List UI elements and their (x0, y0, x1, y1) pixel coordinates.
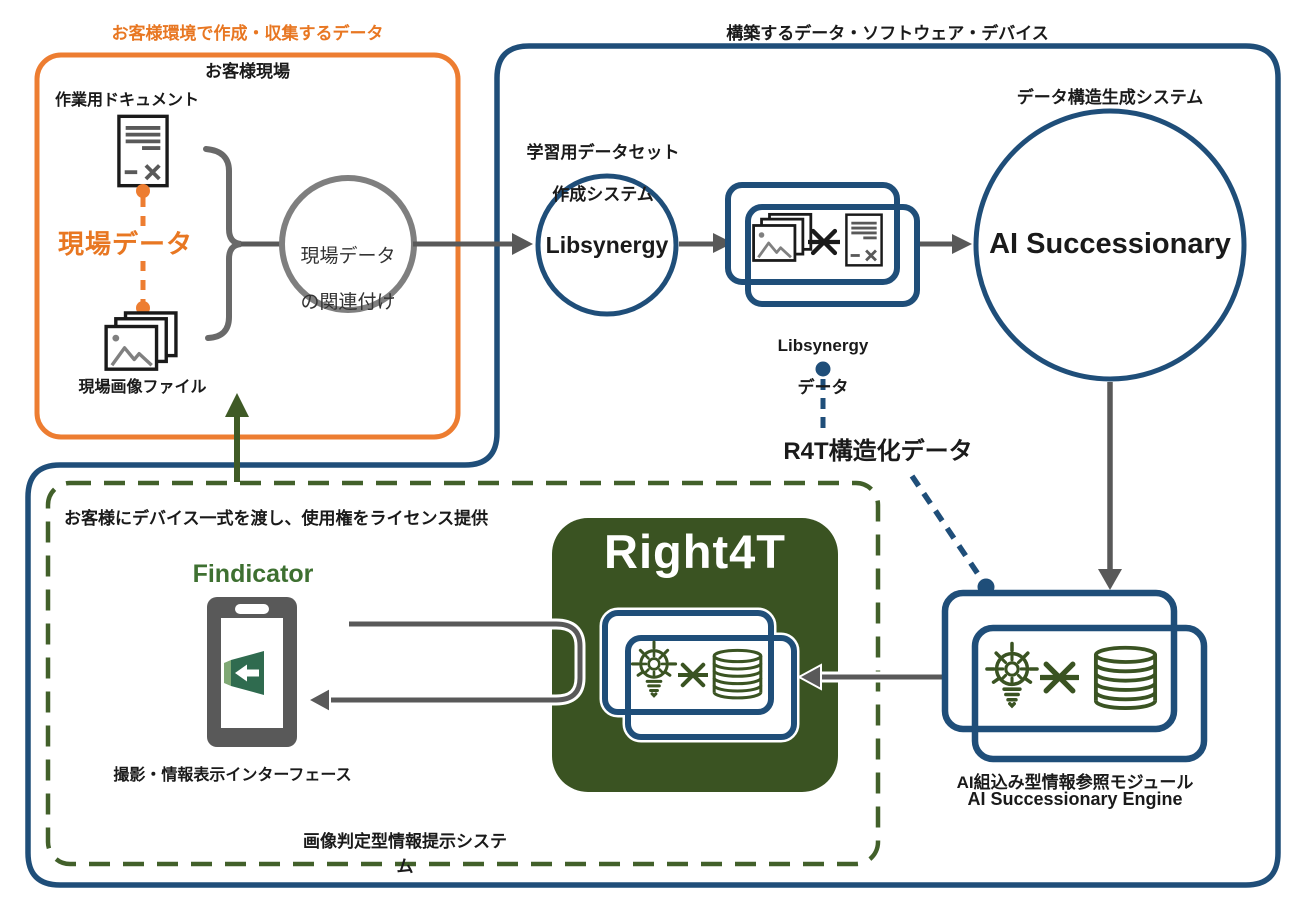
r4t-diagonal-dot (977, 578, 995, 596)
findicator-label: Findicator (192, 560, 314, 588)
field-image-label: 現場画像ファイル (78, 379, 207, 396)
libsynergy-circle-label: Libsynergy (545, 232, 669, 258)
build-title: 構築するデータ・ソフトウェア・デバイス (726, 24, 1049, 43)
capture-interface-label: 撮影・情報表示インターフェース (113, 767, 352, 784)
engine-module-cards (941, 589, 1208, 763)
field-data-dot-top (136, 184, 150, 198)
engine-module-label: AI組込み型情報参照モジュール (956, 773, 1194, 792)
customer-env-title: お客様環境で作成・収集するデータ (111, 24, 384, 43)
arrowhead-license-to-customer (225, 393, 249, 417)
arrowhead-relation-to-libsynergy (512, 233, 533, 255)
libsynergy-dataset-cards (725, 182, 920, 307)
image-judgement-system-label: 画像判定型情報提示システム (303, 832, 507, 876)
right4t-engine-cards (599, 607, 800, 743)
arrowhead-ai-to-module (1098, 569, 1122, 590)
dataset-photo-icon (752, 212, 813, 262)
work-document-icon (117, 114, 169, 188)
libsynergy-data-line1: Libsynergy (777, 336, 869, 355)
engine-module-sublabel: AI Successionary Engine (967, 789, 1183, 809)
data-structure-system-label: データ構造生成システム (1016, 88, 1204, 107)
arrowhead-dataset-to-ai (952, 234, 972, 254)
libsynergy-data-line2: データ (797, 378, 849, 397)
license-note: お客様にデバイス一式を渡し、使用権をライセンス提供 (64, 509, 489, 528)
relation-line2: の関連付け (300, 292, 396, 313)
dataset-doc-icon (845, 213, 883, 267)
relation-circle-label: 現場データ の関連付け (283, 222, 413, 314)
field-data-label: 現場データ (57, 229, 193, 259)
build-region-outline (25, 43, 1281, 888)
ai-successionary-label: AI Successionary (989, 228, 1231, 260)
right4t-label: Right4T (604, 525, 786, 578)
field-image-icon (104, 311, 178, 371)
customer-site-title: お客様現場 (205, 62, 290, 81)
findicator-logo-icon (224, 651, 264, 695)
uturn-connector (305, 618, 586, 714)
libsynergy-circle (535, 173, 679, 317)
libsynergy-data-label: Libsynergy データ (763, 314, 883, 398)
relation-line1: 現場データ (300, 246, 396, 267)
training-system-label: 学習用データセット 作成システム (495, 121, 711, 205)
training-label-line2: 作成システム (552, 185, 654, 204)
training-label-line1: 学習用データセット (526, 143, 680, 162)
smartphone-icon (207, 597, 297, 747)
r4t-structured-data-label: R4T構造化データ (783, 438, 973, 465)
work-doc-label: 作業用ドキュメント (55, 92, 200, 109)
libsynergy-data-dot (815, 361, 831, 377)
dashed-r4t-to-module (909, 474, 983, 579)
arrow-module-to-right4t (796, 663, 945, 691)
arrowhead-libsynergy-to-dataset (713, 233, 733, 253)
ai-successionary-circle (973, 108, 1247, 382)
